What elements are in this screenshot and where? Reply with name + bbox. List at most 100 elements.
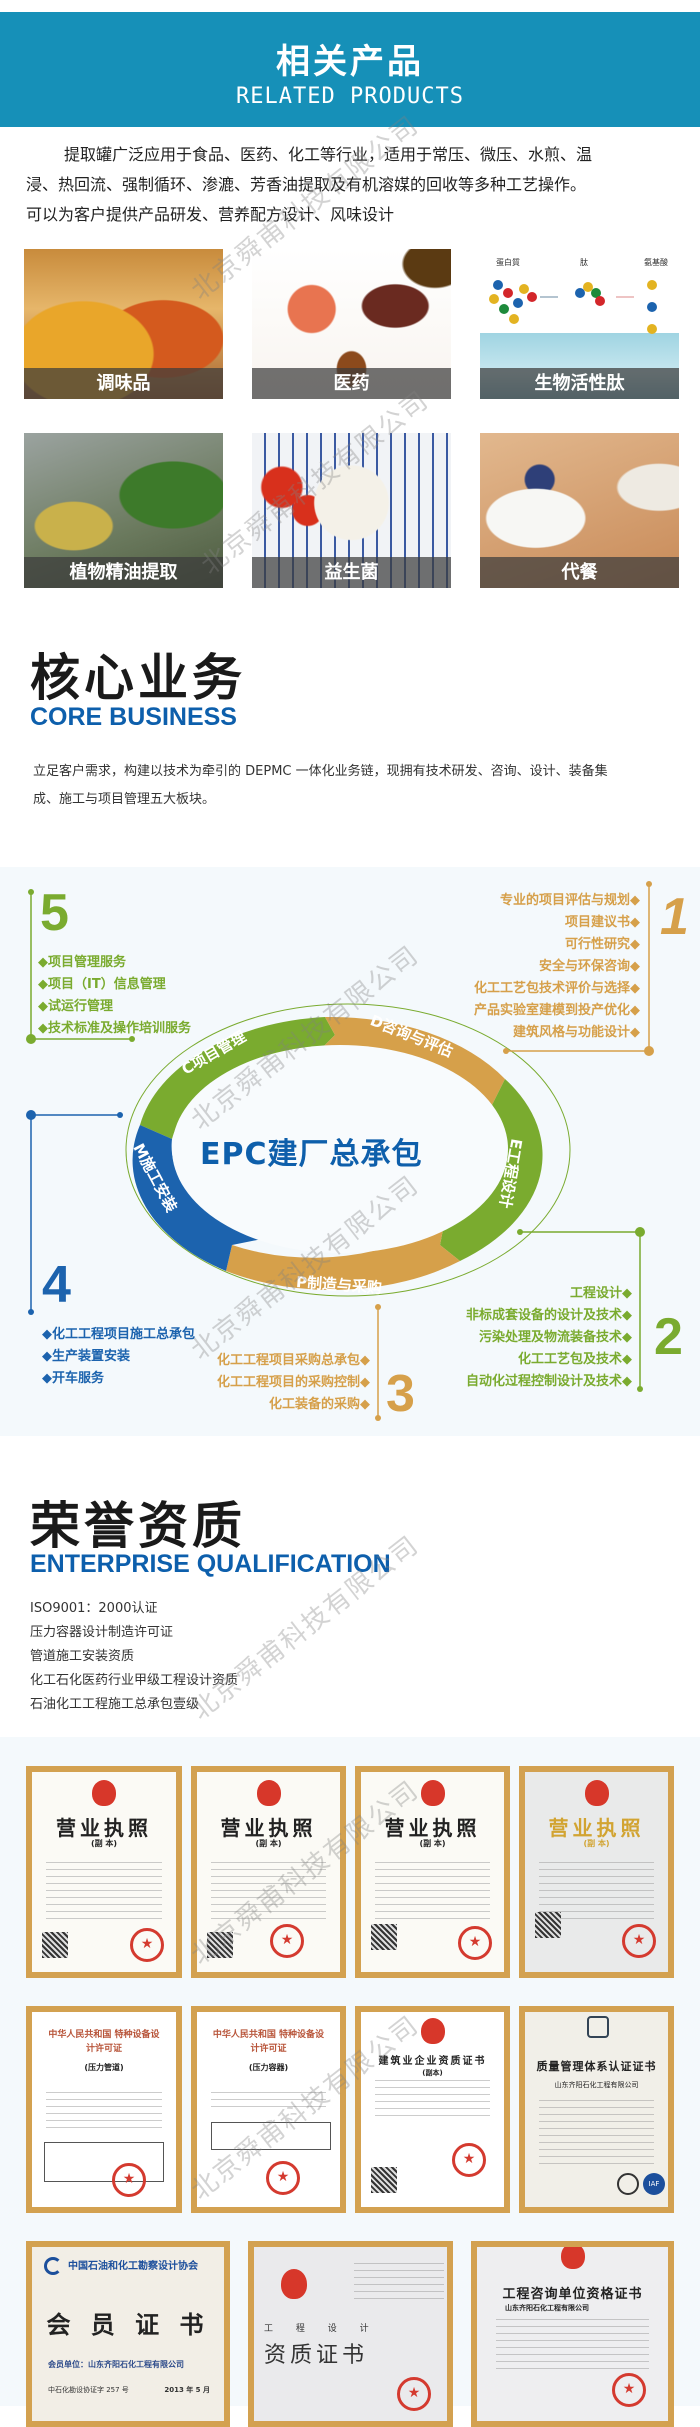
certificate-business-license[interactable]: 营业执照 (副 本) [519,1766,674,1978]
certificate-text-lines [375,2080,490,2120]
certificate-membership[interactable]: 中国石油和化工勘察设计协会 会 员 证 书 会员单位：山东齐阳石化工程有限公司 … [26,2241,230,2427]
honor-title: 荣誉资质 [30,1497,246,1555]
list-item: ◆试运行管理 [38,999,114,1014]
association-logo-icon [44,2257,62,2275]
list-item: 产品实验室建模到投产优化◆ [473,1003,640,1018]
certificate-number: 中石化勘设协证字 257 号 [48,2386,129,2394]
block-4-list: ◆化工工程项目施工总承包 ◆生产装置安装 ◆开车服务 [42,1324,195,1390]
product-caption: 代餐 [480,557,679,588]
product-tile-pharma[interactable]: 医药 [252,249,451,399]
intro-line: 可以为客户提供产品研发、营养配方设计、风味设计 [26,205,395,224]
certificate-title: 营业执照 [220,1816,317,1840]
qr-code-icon [371,2167,397,2193]
certificate-special-equipment-vessel[interactable]: 中华人民共和国 特种设备设计许可证 (压力容器) [191,2006,346,2213]
red-seal-icon [458,1926,492,1960]
product-caption: 益生菌 [252,557,451,588]
honor-item: 压力容器设计制造许可证 [30,1625,174,1640]
honor-list: ISO9001：2000认证 压力容器设计制造许可证 管道施工安装资质 化工石化… [30,1597,238,1717]
certificate-title: 资质证书 [264,2343,369,2368]
certificate-top: 工 程 设 计 [264,2324,379,2334]
epc-cycle-ring [26,881,654,1421]
national-emblem-icon [420,1780,445,1806]
list-item: ◆技术标准及操作培训服务 [38,1021,192,1036]
certificate-quality-management[interactable]: 质量管理体系认证证书 山东齐阳石化工程有限公司 IAF [519,2006,674,2213]
certificate-subtitle: (压力容器) [248,2063,289,2072]
honor-item: ISO9001：2000认证 [30,1601,158,1616]
red-seal-icon [452,2143,486,2177]
core-business-subtitle: CORE BUSINESS [30,703,237,731]
epc-center-title: EPC建厂总承包 [200,1137,423,1172]
certificate-text-lines [539,2100,654,2170]
certificate-business-license[interactable]: 营业执照 (副 本) [355,1766,510,1978]
honor-item: 石油化工工程施工总承包壹级 [30,1697,200,1712]
peptide-label-aminoacid: 氨基酸 [644,258,668,267]
list-item: 化工工程项目采购总承包◆ [216,1353,370,1368]
epc-diagram-panel: EPC建厂总承包 C项目管理 D咨询与评估 E工程设计 P制造与采购 M施工安装… [0,867,700,1436]
qr-code-icon [535,1912,561,1938]
list-item: 非标成套设备的设计及技术◆ [465,1308,632,1323]
certificate-subtitle: (副 本) [90,1839,118,1848]
certificate-title: 会 员 证 书 [46,2311,210,2339]
peptide-label-protein: 蛋白質 [496,258,520,267]
product-tile-meal-replacement[interactable]: 代餐 [480,433,679,588]
certificate-table [211,2122,331,2150]
certificate-engineering-design[interactable]: 工 程 设 计 资质证书 [248,2241,453,2427]
banner-title-cn: 相关产品 [276,42,424,82]
red-seal-icon [112,2163,146,2197]
related-products-banner: 相关产品 RELATED PRODUCTS [0,12,700,127]
list-item: 化工装备的采购◆ [268,1397,370,1412]
certificate-text-lines [354,2263,444,2303]
qr-code-icon [42,1932,68,1958]
national-emblem-icon [256,1780,281,1806]
national-emblem-icon [584,1780,609,1806]
certificate-org: 中国石油和化工勘察设计协会 [68,2261,198,2272]
certificate-engineering-consulting[interactable]: 工程咨询单位资格证书 山东齐阳石化工程有限公司 [471,2241,674,2427]
product-tile-plant-oil[interactable]: 植物精油提取 [24,433,223,588]
core-business-description: 立足客户需求，构建以技术为牵引的 DEPMC 一体化业务链，现拥有技术研发、咨询… [33,758,673,814]
red-seal-icon [266,2161,300,2195]
certificate-title: 营业执照 [384,1816,481,1840]
red-seal-icon [130,1928,164,1962]
qr-code-icon [371,1924,397,1950]
intro-line: 浸、热回流、强制循环、渗漉、芳香油提取及有机溶媒的回收等多种工艺操作。 [26,175,587,194]
product-tile-probiotic[interactable]: 益生菌 [252,433,451,588]
national-emblem-icon [281,2269,307,2299]
list-item: 化工工艺包及技术◆ [517,1352,632,1367]
list-item: 污染处理及物流装备技术◆ [478,1330,632,1345]
core-business-title: 核心业务 [30,649,246,707]
block-5-number: 5 [40,884,69,942]
certificate-special-equipment-pipeline[interactable]: 中华人民共和国 特种设备设计许可证 (压力管道) [26,2006,182,2213]
list-item: 可行性研究◆ [564,937,640,952]
certificate-title: 营业执照 [56,1816,152,1840]
product-tile-seasoning[interactable]: 调味品 [24,249,223,399]
list-item: 安全与环保咨询◆ [538,959,640,974]
certificate-text-lines [211,2092,326,2112]
national-emblem-icon [92,1780,116,1806]
list-item: ◆化工工程项目施工总承包 [42,1327,196,1342]
product-caption: 医药 [252,368,451,399]
certificate-subtitle: (副 本) [419,1839,446,1848]
certificate-business-license[interactable]: 营业执照 (副 本) [191,1766,346,1978]
block-2-number: 2 [654,1308,683,1366]
list-item: ◆项目（IT）信息管理 [38,977,166,992]
certificate-title: 工程咨询单位资格证书 [502,2287,643,2302]
product-caption: 植物精油提取 [24,557,223,588]
certificate-company: 山东齐阳石化工程有限公司 [554,2081,639,2089]
certificate-table [44,2142,164,2182]
list-item: ◆生产装置安装 [42,1349,131,1364]
qr-code-icon [207,1932,233,1958]
red-seal-icon [270,1924,304,1958]
block-5-list: ◆项目管理服务 ◆项目（IT）信息管理 ◆试运行管理 ◆技术标准及操作培训服务 [38,952,191,1040]
certification-logo-icon [587,2016,609,2038]
list-item: 化工工艺包技术评价与选择◆ [473,981,640,996]
block-2-list: 工程设计◆ 非标成套设备的设计及技术◆ 污染处理及物流装备技术◆ 化工工艺包及技… [400,1283,632,1393]
certificate-construction-qualification[interactable]: 建筑业企业资质证书 (副本) [355,2006,510,2213]
certificate-business-license[interactable]: 营业执照 (副 本) [26,1766,182,1978]
list-item: ◆项目管理服务 [38,955,127,970]
block-3-number: 3 [386,1365,415,1423]
product-tile-peptide[interactable]: 蛋白質 肽 氨基酸 生物活性肽 [480,249,679,399]
red-seal-icon [622,1924,656,1958]
list-item: 建筑风格与功能设计◆ [512,1025,640,1040]
list-item: 专业的项目评估与规划◆ [499,893,640,908]
block-4-number: 4 [42,1256,71,1314]
